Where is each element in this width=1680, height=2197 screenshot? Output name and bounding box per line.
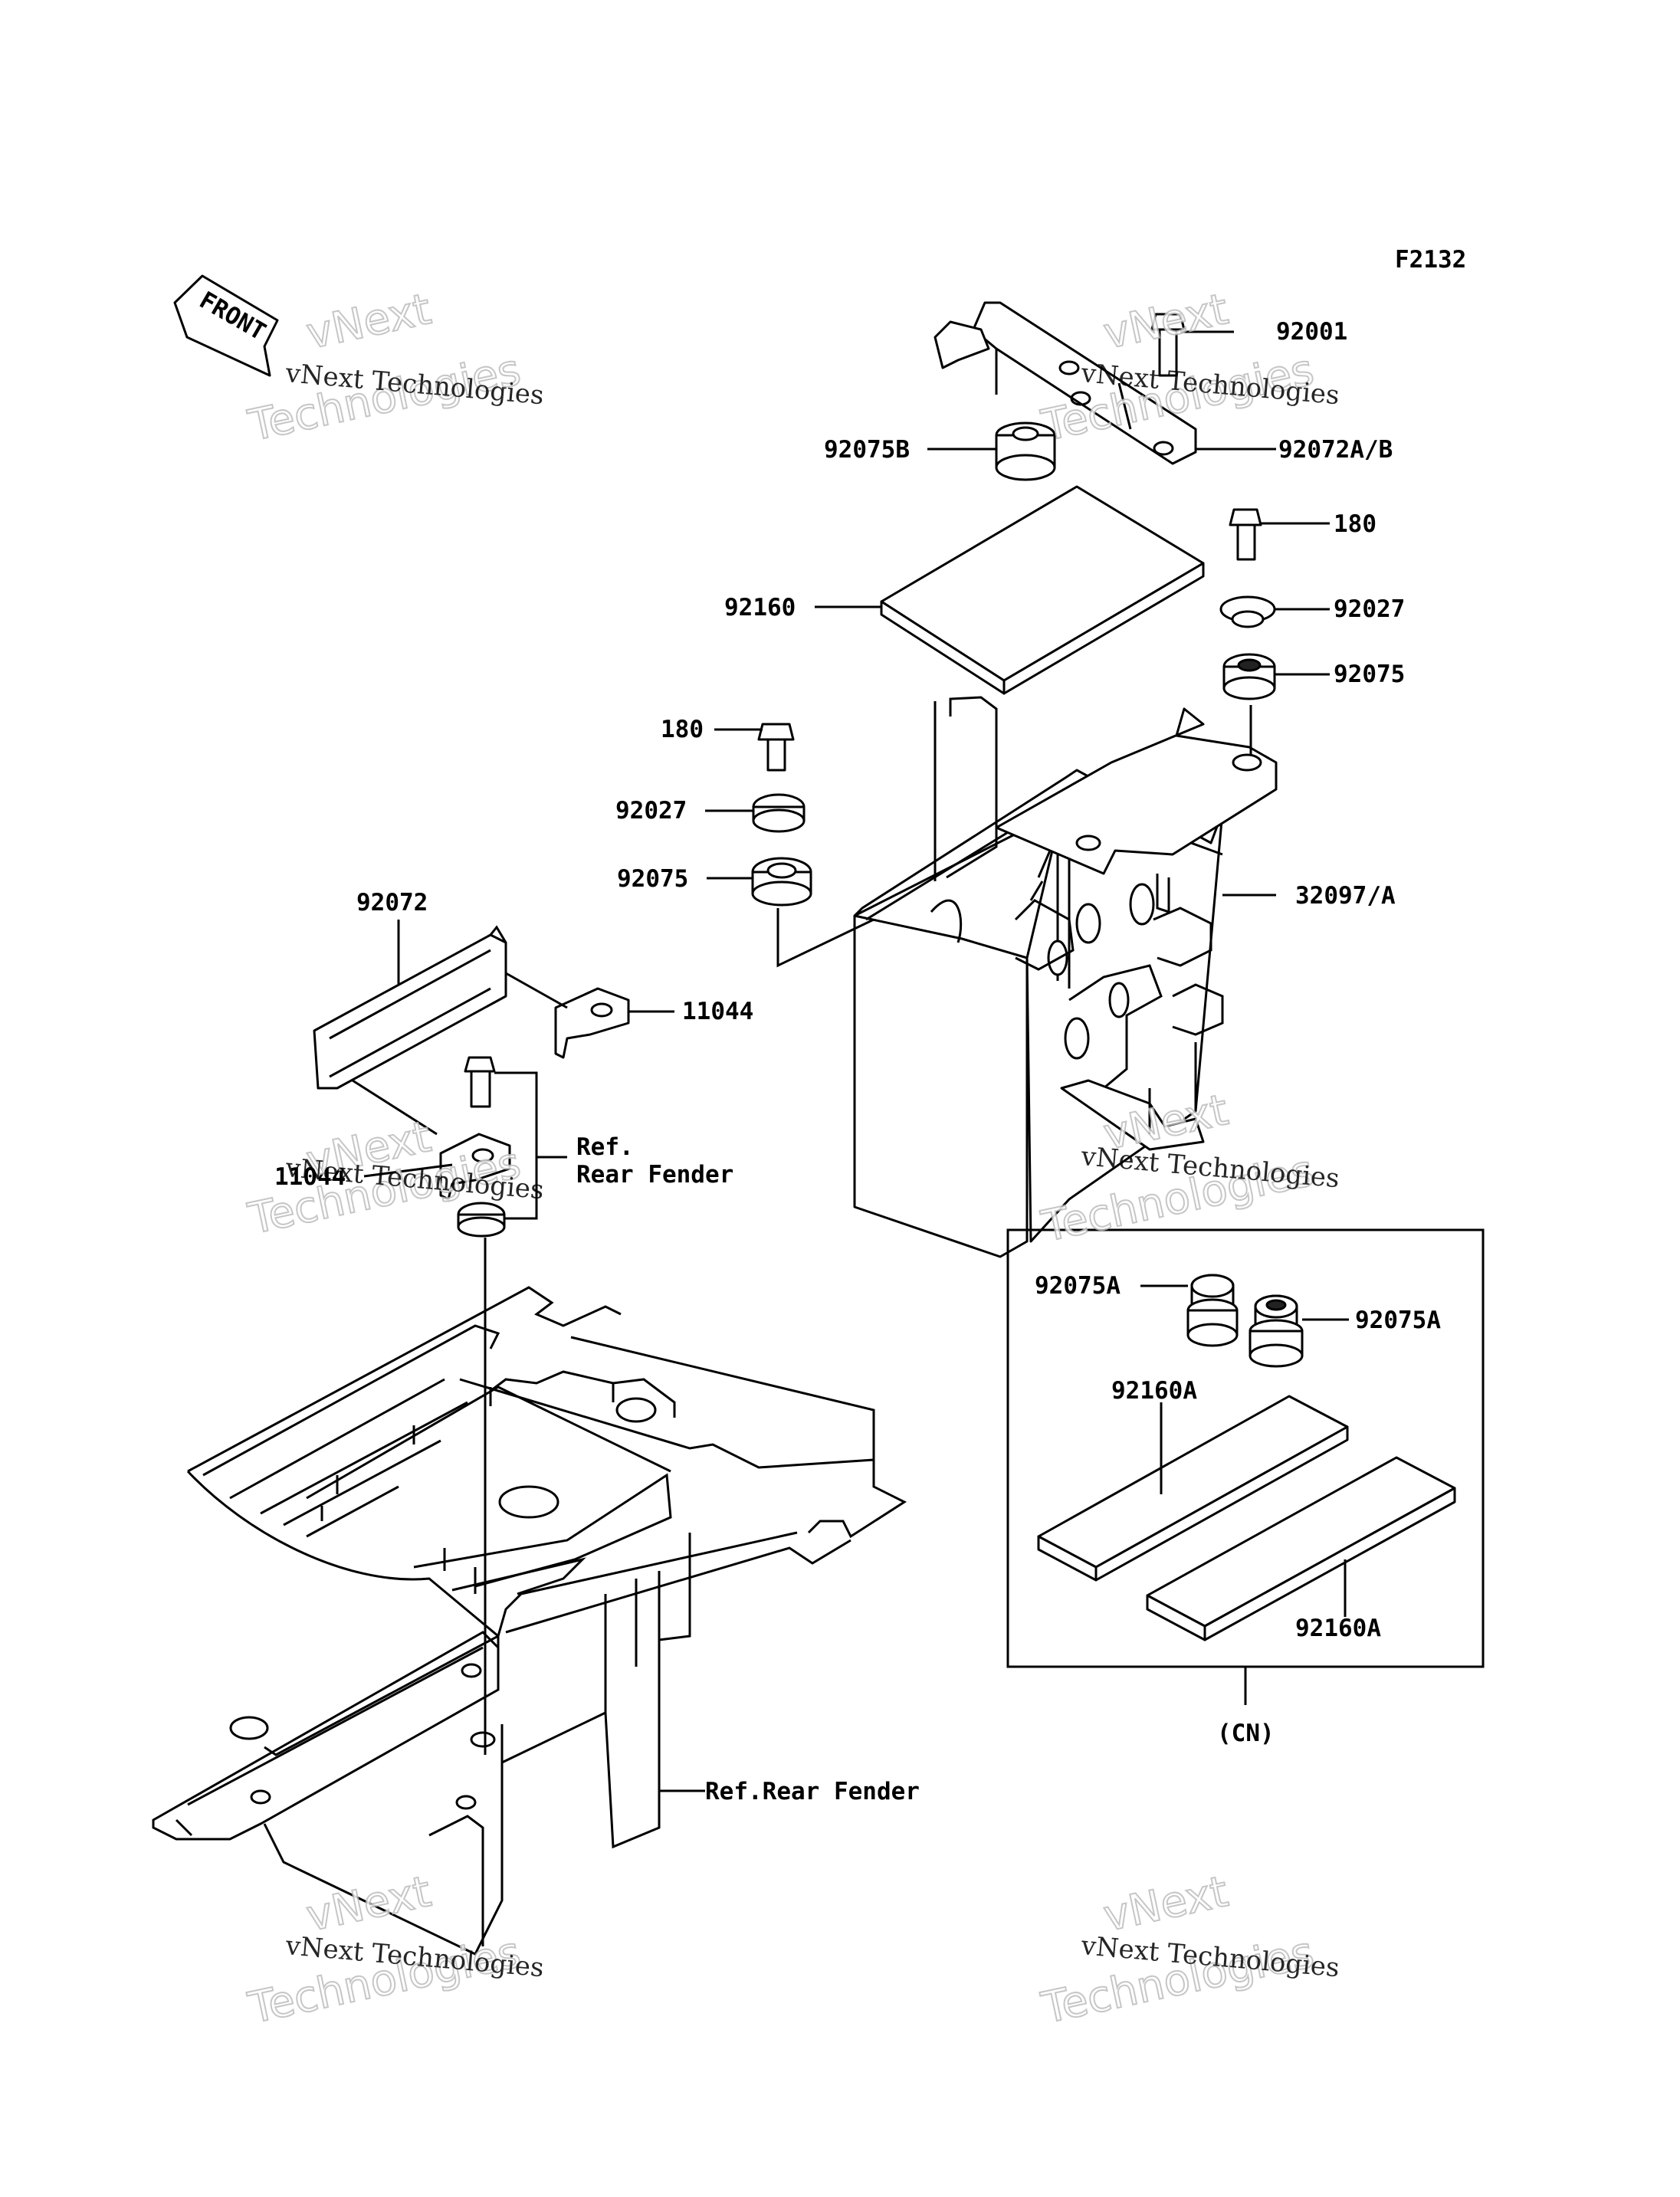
front-arrow-icon: FRONT [173, 274, 279, 377]
grommet-92075-right [1222, 653, 1276, 700]
rear-fender [152, 1286, 907, 1956]
damper-92075b [995, 421, 1056, 481]
label-92075-left: 92075 [617, 865, 688, 893]
watermark-bottom-left: vNext Technologies vNext Technologies [243, 1866, 545, 2035]
damper-92075a-2 [1249, 1294, 1304, 1368]
label-92001: 92001 [1276, 318, 1347, 346]
damper-92075a-1 [1186, 1274, 1239, 1347]
cn-kit-box [1006, 1228, 1485, 1705]
label-92075-right: 92075 [1334, 661, 1405, 688]
pad-92160a-1 [1037, 1395, 1349, 1582]
label-92072ab: 92072A/B [1278, 436, 1393, 464]
leader-lines [352, 330, 1349, 1792]
label-32097a: 32097/A [1295, 882, 1396, 910]
battery-hold-bracket [934, 301, 1197, 465]
svg-text:vNext: vNext [302, 284, 435, 359]
label-cn: (CN) [1217, 1720, 1275, 1747]
bolt-rear-fender [464, 1056, 496, 1108]
pad-92160a-2 [1146, 1456, 1456, 1641]
bracket-92072 [313, 925, 507, 1090]
battery-case-32097a [853, 696, 1278, 1258]
watermark-bottom-right: vNext Technologies vNext Technologies [1036, 1866, 1340, 2035]
bolt-180-left [757, 723, 795, 772]
label-ref-rear-fender: Ref.Rear Fender [705, 1778, 920, 1805]
label-92075a-1: 92075A [1035, 1272, 1121, 1300]
watermark-top-left: vNext Technologies vNext Technologies [243, 284, 545, 452]
svg-text:vNext: vNext [1099, 1867, 1232, 1942]
label-rear-fender: Rear Fender [576, 1161, 733, 1189]
label-92160a-1: 92160A [1111, 1377, 1197, 1405]
label-11044-bottom: 11044 [274, 1163, 346, 1191]
label-92075b: 92075B [824, 436, 910, 464]
battery-pad-92160 [880, 485, 1205, 695]
label-180-left: 180 [661, 716, 704, 743]
figure-code: F2132 [1395, 246, 1466, 274]
label-92160a-2: 92160A [1295, 1615, 1381, 1642]
clip-11044-bottom [439, 1133, 511, 1201]
bolt-180-right [1229, 508, 1262, 561]
label-92075a-2: 92075A [1355, 1307, 1441, 1334]
bolt-92001 [1150, 313, 1186, 377]
washer-rear-fender [457, 1202, 506, 1238]
washer-92027-right [1219, 595, 1276, 628]
label-11044-top: 11044 [682, 998, 753, 1025]
label-92072: 92072 [356, 889, 428, 917]
label-92027-left: 92027 [615, 797, 687, 825]
label-180-right: 180 [1334, 510, 1376, 538]
label-92160: 92160 [724, 594, 796, 621]
grommet-92075-left [751, 857, 812, 907]
svg-text:vNext: vNext [302, 1867, 435, 1942]
washer-92027-left [752, 793, 806, 833]
clip-11044-top [554, 987, 630, 1059]
label-92027-right: 92027 [1334, 595, 1405, 623]
label-ref: Ref. [576, 1133, 634, 1161]
